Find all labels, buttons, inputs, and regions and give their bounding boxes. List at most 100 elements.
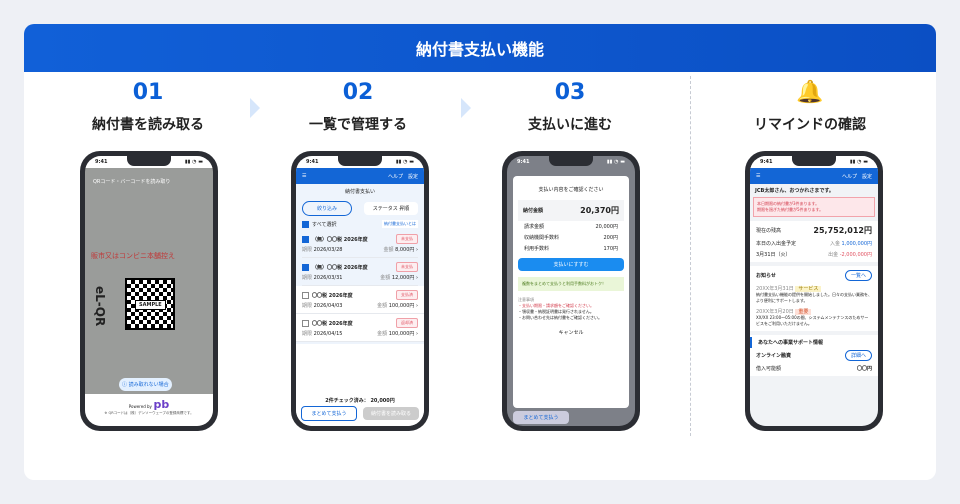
phone-list: 9:41▮▮ ◔ ▬ ☰ヘルプ 設定 納付書支払い 絞り込みステータス 昇順 す… (291, 151, 429, 431)
schedule-label: 本日の入出金予定 (756, 241, 797, 247)
settings-link[interactable]: 設定 (861, 173, 872, 180)
item-date: 2026/03/28 (313, 247, 343, 253)
cannot-read-label: 読み取れない場合 (128, 382, 169, 388)
item-amount: 100,000円 (388, 303, 415, 309)
bulk-pay-button[interactable]: まとめて支払う (513, 411, 569, 424)
alert-banner[interactable]: 本日期限の納付書が3件あります。期限を過ぎた納付書が5件あります。 (753, 197, 875, 217)
status-time: 9:41 (306, 159, 319, 165)
step-title: 納付書を読み取る (92, 117, 204, 133)
help-icon: ⓘ (122, 382, 129, 388)
out-amount: -2,000,000円 (839, 252, 872, 258)
news-text: 納付書支払い機能の提供を開始しました。日々の支払い業務を、より便利にサポートしま… (756, 292, 872, 303)
note-text: 支払い期限・請求額をご確認ください。 (522, 303, 594, 308)
read-slip-button[interactable]: 納付書を読み取る (363, 407, 419, 420)
news-date: 20XX年3月31日 (756, 286, 794, 292)
limit-label: 借入可能額 (756, 366, 782, 372)
due-label: 期限 (302, 275, 313, 281)
menu-icon[interactable]: ☰ (302, 173, 307, 179)
news-date: 20XX年3月20日 (756, 309, 794, 315)
item-date: 2026/04/15 (313, 331, 343, 337)
schedule-date: 3月31日（火） (756, 252, 791, 258)
item-date: 2026/03/31 (313, 275, 343, 281)
status-sort-select[interactable]: ステータス 昇順 (364, 202, 418, 215)
amount-label: 金額 (383, 247, 394, 253)
balance-amount: 25,752,012円 (813, 226, 872, 235)
note-text: お問い合わせ先は納付書をご確認ください。 (522, 315, 602, 320)
news-tag: サービス (795, 286, 822, 292)
footnote: ※ QRコードは（株）デンソーウェーブの登録商標です。 (104, 411, 194, 415)
chevron-right-icon (250, 98, 260, 118)
cannot-read-button[interactable]: ⓘ 読み取れない場合 (119, 378, 172, 391)
item-name: 〇〇税 2026年度 (312, 320, 353, 327)
page-title: 納付書支払い機能 (24, 24, 936, 72)
filter-button[interactable]: 絞り込み (302, 201, 352, 216)
help-link[interactable]: ヘルプ (841, 173, 857, 180)
note-text: 領収書・納税証明書は発行されません。 (522, 309, 594, 314)
step-3: 03 支払いに進む (470, 80, 670, 134)
item-checkbox[interactable] (302, 291, 309, 299)
phone-home: 9:41▮▮ ◔ ▬ ☰ヘルプ 設定 JCB太郎さん、おつかれさまです。 本日期… (745, 151, 883, 431)
fee-label: 利用手数料 (524, 246, 550, 252)
item-name: （無）〇〇税 2026年度 (312, 264, 368, 271)
fee-line: 利用手数料 170円 (518, 243, 624, 254)
status-badge[interactable]: 未支払 (396, 234, 418, 244)
item-checkbox[interactable] (302, 263, 309, 271)
note-item: ・お問い合わせ先は納付書をご確認ください。 (518, 315, 602, 320)
item-checkbox[interactable] (302, 319, 309, 327)
settings-link[interactable]: 設定 (407, 173, 418, 180)
due-label: 期限 (302, 303, 313, 309)
status-badge[interactable]: 支払済 (396, 290, 418, 300)
amount-label: 金額 (377, 303, 388, 309)
news-all-button[interactable]: 一覧へ (844, 270, 872, 281)
news-tag: 重要 (795, 309, 812, 315)
bell-icon: 🔔 (796, 80, 824, 105)
item-checkbox[interactable] (302, 235, 309, 243)
menu-icon[interactable]: ☰ (756, 173, 761, 179)
select-all-checkbox[interactable] (302, 220, 309, 228)
step-title: 支払いに進む (528, 117, 612, 133)
cancel-button[interactable]: キャンセル (558, 330, 584, 336)
item-name: （無）〇〇税 2026年度 (312, 236, 368, 243)
loan-title: オンライン融資 (756, 353, 792, 359)
status-badge[interactable]: 未支払 (396, 262, 418, 272)
status-time: 9:41 (95, 159, 108, 165)
item-amount: 100,000円 (388, 331, 415, 337)
step-number: 03 (554, 80, 586, 105)
help-link[interactable]: ヘルプ (387, 173, 403, 180)
in-label: 入金 (829, 241, 840, 247)
amount-label: 金額 (377, 331, 388, 337)
chevron-right-icon (461, 98, 471, 118)
step-number: 02 (342, 80, 374, 105)
select-all-label: すべて選択 (312, 221, 337, 228)
bulk-pay-button[interactable]: まとめて支払う (301, 406, 357, 421)
fee-value: 170円 (603, 246, 618, 252)
news-item[interactable]: 20XX年3月31日 サービス納付書支払い機能の提供を開始しました。日々の支払い… (750, 283, 878, 306)
support-title: あなたへの事業サポート情報 (750, 337, 878, 348)
scan-title: QRコード・バーコードを読み取り (93, 179, 171, 185)
limit-amount: 〇〇円 (856, 366, 872, 372)
selection-summary: 2件チェック済み： 20,000円 (325, 398, 395, 404)
step-remind: 🔔リマインドの確認 (710, 80, 910, 134)
divider (690, 76, 691, 436)
modal-title: 支払い内容をご確認ください (538, 187, 604, 193)
due-label: 期限 (302, 247, 313, 253)
status-badge[interactable]: 返却済 (396, 318, 418, 328)
note-item: ・領収書・納税証明書は発行されません。 (518, 309, 594, 314)
news-title: お知らせ (756, 273, 776, 279)
amount-label: 金額 (380, 275, 391, 281)
sample-label: SAMPLE (135, 300, 166, 310)
item-amount: 8,000円 (395, 247, 415, 253)
proceed-pay-button[interactable]: 支払いにすすむ (518, 258, 624, 271)
detail-button[interactable]: 詳細へ (844, 350, 872, 361)
total-amount: 20,370円 (580, 206, 619, 215)
fee-value: 200円 (603, 235, 618, 241)
about-link[interactable]: 納付書支払いとは (382, 220, 418, 228)
